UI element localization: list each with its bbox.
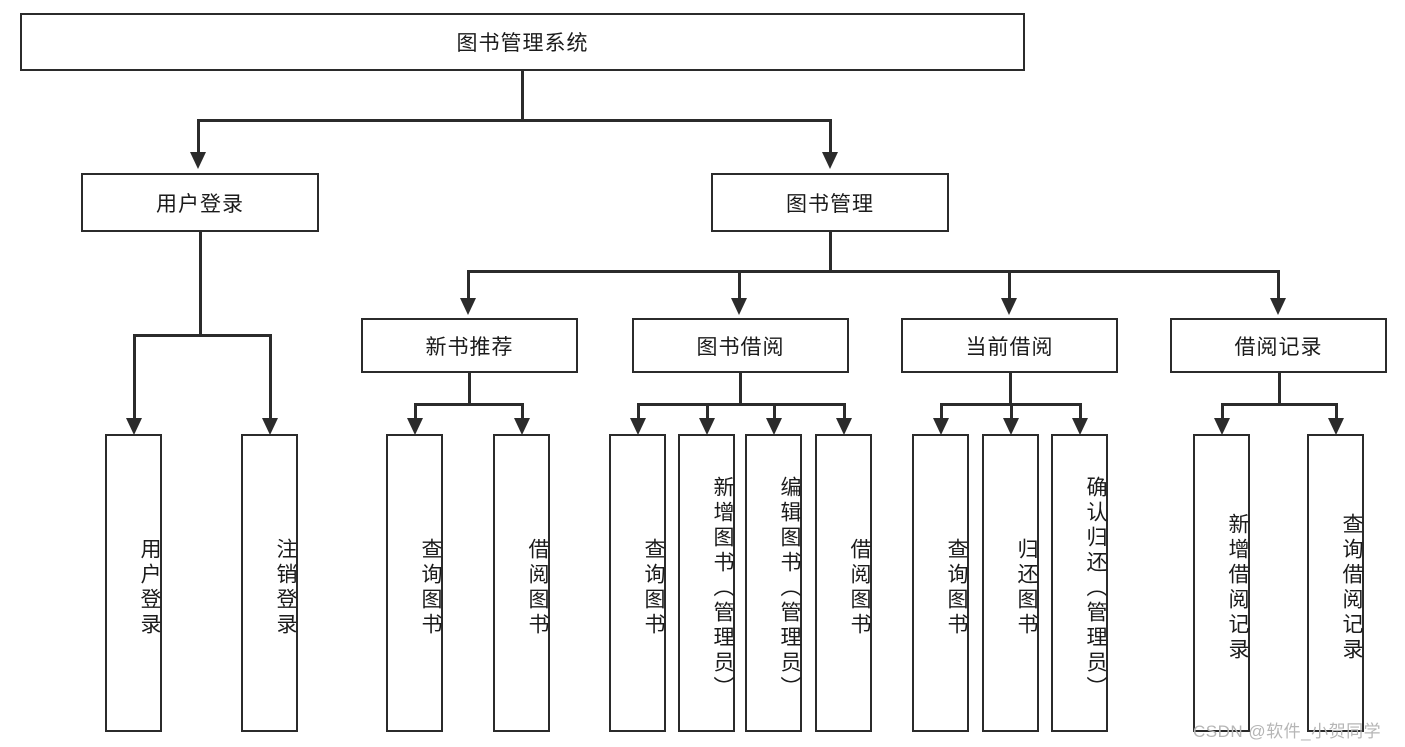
connector-book-manage-bus [467,270,1279,273]
connector-user-login-bus [133,334,270,337]
connector-root-to-user-login [197,119,200,154]
arrowhead-current-borrow-leaf-2 [1072,418,1088,435]
leaf-book-borrow-0[interactable]: 查询图书 [609,434,666,732]
connector-current-borrow-to-leaf-0 [940,403,943,420]
connector-user-login-to-leaf-0 [133,334,136,420]
node-label: 用户登录 [138,538,161,638]
connector-borrow-record-trunk [1278,373,1281,405]
node-label: 用户登录 [156,192,244,216]
connector-book-manage-to-current [1008,270,1011,300]
leaf-current-borrow-1[interactable]: 归还图书 [982,434,1039,732]
connector-book-borrow-bus [637,403,846,406]
connector-book-borrow-to-leaf-1 [706,403,709,420]
connector-current-borrow-to-leaf-2 [1079,403,1082,420]
leaf-book-borrow-2[interactable]: 编辑图书（管理员） [745,434,802,732]
leaf-new-book-0[interactable]: 查询图书 [386,434,443,732]
watermark-text: CSDN @软件_小贺同学 [1193,722,1382,741]
node-label: 注销登录 [274,538,297,638]
node-label: 查询图书 [419,538,442,638]
arrowhead-book-manage-borrow [731,298,747,315]
node-current-borrow[interactable]: 当前借阅 [901,318,1118,373]
connector-new-book-to-leaf-1 [521,403,524,420]
node-root-system[interactable]: 图书管理系统 [20,13,1025,71]
connector-book-manage-to-new-book [467,270,470,300]
leaf-new-book-1[interactable]: 借阅图书 [493,434,550,732]
node-label: 确认归还（管理员） [1084,475,1107,701]
arrowhead-book-manage-record [1270,298,1286,315]
arrowhead-borrow-record-leaf-0 [1214,418,1230,435]
leaf-current-borrow-0[interactable]: 查询图书 [912,434,969,732]
arrowhead-book-borrow-leaf-3 [836,418,852,435]
connector-current-borrow-to-leaf-1 [1010,403,1013,420]
arrowhead-user-login-leaf-0 [126,418,142,435]
node-label: 借阅图书 [848,538,871,638]
connector-root-bus [197,119,832,122]
node-label: 新增借阅记录 [1226,513,1249,663]
connector-current-borrow-trunk [1009,373,1012,405]
node-user-login[interactable]: 用户登录 [81,173,319,232]
node-label: 借阅图书 [526,538,549,638]
node-label: 查询图书 [945,538,968,638]
connector-new-book-to-leaf-0 [414,403,417,420]
connector-new-book-bus [414,403,524,406]
node-new-book-recommend[interactable]: 新书推荐 [361,318,578,373]
connector-book-borrow-to-leaf-3 [843,403,846,420]
arrowhead-root-to-user-login [190,152,206,169]
node-borrow-record[interactable]: 借阅记录 [1170,318,1387,373]
connector-user-login-trunk [199,232,202,336]
connector-book-borrow-to-leaf-0 [637,403,640,420]
node-label: 图书管理 [786,192,874,216]
node-book-manage[interactable]: 图书管理 [711,173,949,232]
node-book-borrow[interactable]: 图书借阅 [632,318,849,373]
node-label: 查询借阅记录 [1340,513,1363,663]
connector-book-borrow-trunk [739,373,742,405]
leaf-borrow-record-0[interactable]: 新增借阅记录 [1193,434,1250,732]
arrowhead-book-manage-current [1001,298,1017,315]
connector-borrow-record-bus [1221,403,1338,406]
arrowhead-new-book-leaf-1 [514,418,530,435]
node-label: 查询图书 [642,538,665,638]
node-label: 归还图书 [1015,538,1038,638]
connector-book-manage-to-record [1277,270,1280,300]
node-label: 新增图书（管理员） [711,475,734,701]
connector-book-borrow-to-leaf-2 [773,403,776,420]
arrowhead-current-borrow-leaf-1 [1003,418,1019,435]
node-label: 新书推荐 [425,335,514,359]
leaf-user-login-0[interactable]: 用户登录 [105,434,162,732]
leaf-book-borrow-3[interactable]: 借阅图书 [815,434,872,732]
leaf-current-borrow-2[interactable]: 确认归还（管理员） [1051,434,1108,732]
connector-book-manage-to-borrow [738,270,741,300]
arrowhead-book-manage-new-book [460,298,476,315]
leaf-borrow-record-1[interactable]: 查询借阅记录 [1307,434,1364,732]
arrowhead-book-borrow-leaf-2 [766,418,782,435]
arrowhead-book-borrow-leaf-1 [699,418,715,435]
node-label: 当前借阅 [965,335,1054,359]
connector-user-login-to-leaf-1 [269,334,272,420]
connector-root-to-book-manage [829,119,832,154]
connector-root-trunk [521,71,524,121]
leaf-user-login-1[interactable]: 注销登录 [241,434,298,732]
arrowhead-current-borrow-leaf-0 [933,418,949,435]
node-label: 图书管理系统 [456,32,589,55]
arrowhead-book-borrow-leaf-0 [630,418,646,435]
connector-borrow-record-to-leaf-0 [1221,403,1224,420]
arrowhead-new-book-leaf-0 [407,418,423,435]
connector-borrow-record-to-leaf-1 [1335,403,1338,420]
node-label: 编辑图书（管理员） [778,475,801,701]
arrowhead-root-to-book-manage [822,152,838,169]
node-label: 借阅记录 [1234,335,1323,359]
connector-book-manage-trunk [829,232,832,272]
leaf-book-borrow-1[interactable]: 新增图书（管理员） [678,434,735,732]
connector-new-book-trunk [468,373,471,405]
arrowhead-user-login-leaf-1 [262,418,278,435]
arrowhead-borrow-record-leaf-1 [1328,418,1344,435]
node-label: 图书借阅 [696,335,785,359]
